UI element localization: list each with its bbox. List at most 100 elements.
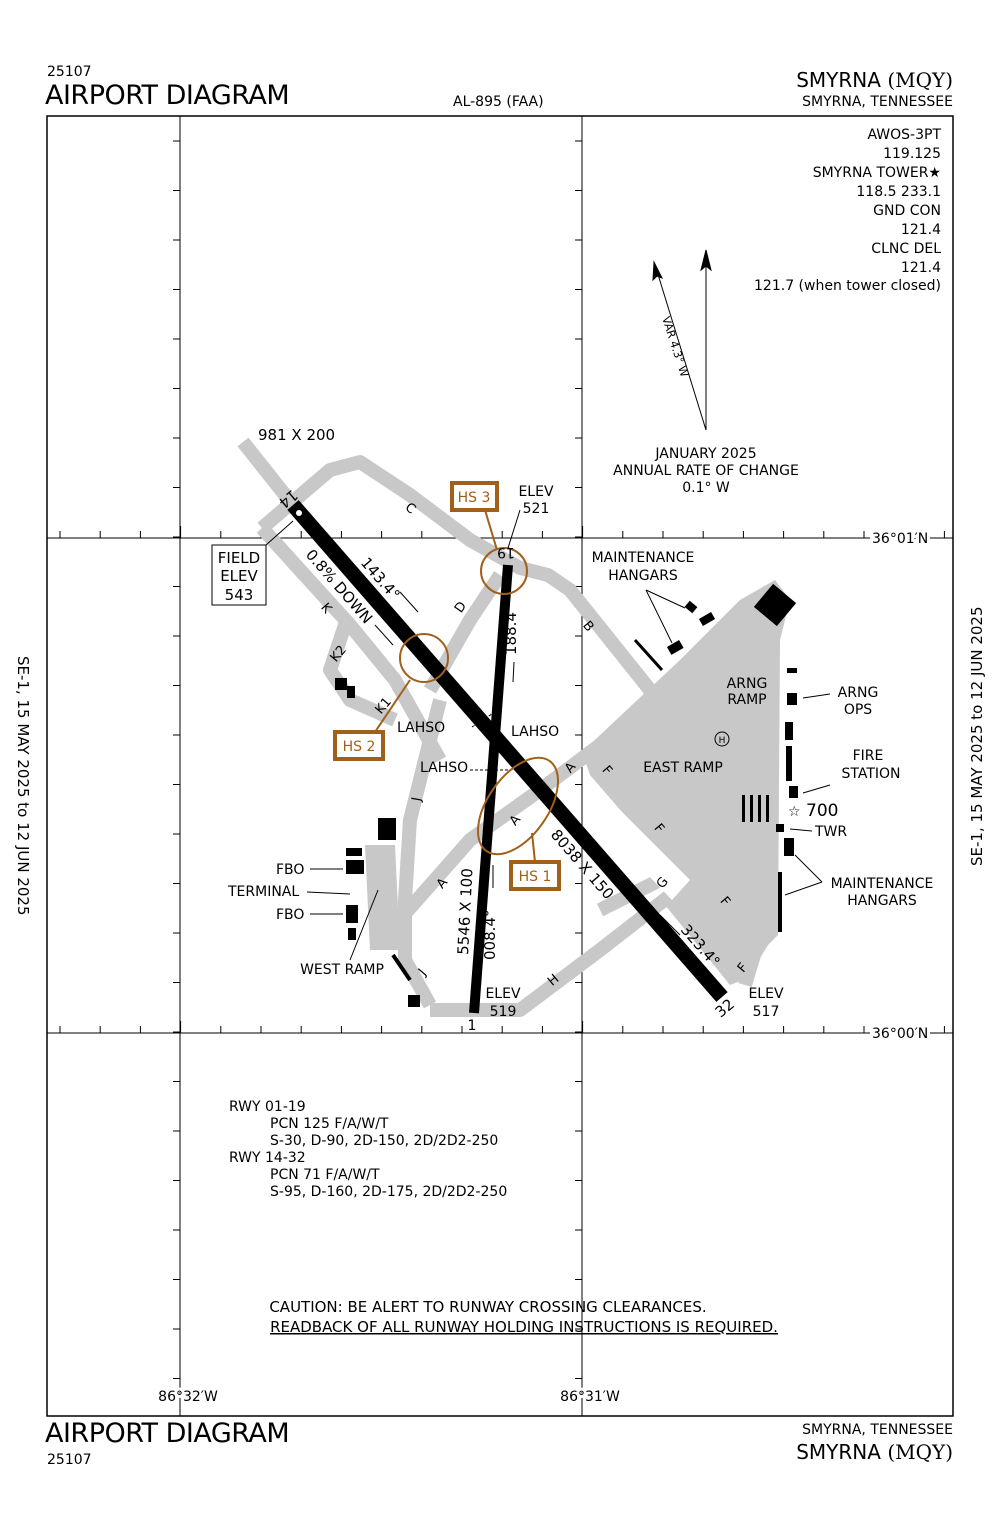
freq-clearance-label: CLNC DEL [871,241,941,257]
maintenance-hangars-south-2: HANGARS [847,893,917,909]
east-ramp-cutout [590,785,690,900]
hotspot-label-hs3[interactable]: HS 3 [458,490,491,506]
frequency-list: AWOS-3PT 119.125 SMYRNA TOWER★ 118.5 233… [754,127,941,294]
chart-title: AIRPORT DIAGRAM [45,80,290,111]
elev-32-value: 517 [753,1004,780,1020]
heading-188: 188.4° [502,605,520,655]
freq-clearance-alt: 121.7 (when tower closed) [754,278,941,294]
freq-awos-label: AWOS-3PT [867,127,941,143]
runway-14-32 [287,500,728,1002]
chart-number: 25107 [47,64,92,80]
runway-1-label: 1 [468,1018,477,1034]
buildings [335,583,798,1007]
airport-location: SMYRNA, TENNESSEE [802,94,953,110]
runway-14-threshold-light [296,510,302,516]
taxiway-label-j1: J [409,796,425,803]
magnetic-variation: VAR 4.3° W [659,315,691,379]
magnetic-north-icon [652,260,664,282]
freq-ground: 121.4 [901,222,941,238]
elev-1-value: 519 [490,1004,517,1020]
fbo-label-2: FBO [276,907,304,923]
freq-tower: 118.5 233.1 [856,184,941,200]
lahso-label-3: LAHSO [420,760,468,776]
taxiway-k [256,523,447,764]
tower-label: TWR [814,824,847,840]
procedure-id: AL-895 (FAA) [453,94,544,110]
pcn-rwy-14-32-weights: S-95, D-160, 2D-175, 2D/2D2-250 [270,1184,507,1200]
west-ramp [365,845,400,950]
freq-awos: 119.125 [883,146,941,162]
runway-1-19-size: 5546 X 100 [454,868,477,955]
footer-location: SMYRNA, TENNESSEE [802,1422,953,1438]
graticule [47,116,953,1416]
pcn-rwy-14-32-pcn: PCN 71 F/A/W/T [270,1167,380,1183]
map-frame [46,115,954,1417]
east-ramp [582,580,790,985]
fire-station-2: STATION [841,766,900,782]
airport-id: (MQY) [887,68,953,92]
runway-19-label: 19 [497,544,515,560]
arng-ramp-2: RAMP [727,692,766,708]
west-ramp-label: WEST RAMP [300,962,384,978]
hotspot-boxes [333,481,561,891]
east-ramp-label: EAST RAMP [643,760,723,776]
pcn-rwy-01-19-weights: S-30, D-90, 2D-150, 2D/2D2-250 [270,1133,498,1149]
field-elev-value: 543 [225,586,254,604]
true-north-icon [700,249,712,272]
caution-line-1: CAUTION: BE ALERT TO RUNWAY CROSSING CLE… [269,1298,706,1316]
taxiway-label-c: C [402,500,419,517]
taxiway-c [257,455,656,695]
tower-star-icon: ☆ [788,804,801,820]
latitude-north: 36°01′N [872,531,928,547]
displaced-threshold-size: 981 X 200 [258,426,335,444]
longitude-west: 86°32′W [158,1389,218,1405]
freq-ground-label: GND CON [873,203,941,219]
maintenance-hangars-north-1: MAINTENANCE [592,550,695,566]
facility-labels: LAHSO LAHSO LAHSO MAINTENANCE HANGARS AR… [227,550,933,978]
fbo-label-1: FBO [276,862,304,878]
hotspot-label-hs1[interactable]: HS 1 [519,869,552,885]
field-elev-label-2: ELEV [220,567,258,585]
rate-of-change-value: 0.1° W [682,480,730,496]
displaced-area [237,437,299,510]
maintenance-hangars-south-1: MAINTENANCE [831,876,934,892]
heliport-label: H [719,736,726,746]
taxiway-a [389,739,605,930]
leader-lines [306,509,831,961]
elev-1-label: ELEV [485,986,520,1002]
lahso-label-2: LAHSO [511,724,559,740]
elev-32-label: ELEV [748,986,783,1002]
caution-line-2: READBACK OF ALL RUNWAY HOLDING INSTRUCTI… [270,1318,778,1336]
arng-ops-1: ARNG [838,685,879,701]
footer-airport-name: SMYRNA [796,1440,881,1464]
field-elev-box [211,544,267,606]
arng-ramp-1: ARNG [727,676,768,692]
lahso-label-1: LAHSO [397,720,445,736]
heading-008: 008.4° [481,910,499,960]
pcn-notes: RWY 01-19 PCN 125 F/A/W/T S-30, D-90, 2D… [229,1099,507,1200]
heliport-icon [714,731,730,747]
footer-title: AIRPORT DIAGRAM [45,1418,290,1449]
elev-19-value: 521 [523,501,550,517]
freq-clearance: 121.4 [901,260,941,276]
pcn-rwy-01-19: RWY 01-19 [229,1099,306,1115]
hotspot-circles [374,509,559,863]
airport-name-header: SMYRNA (MQY) [796,68,953,92]
hotspot-label-hs2[interactable]: HS 2 [343,739,376,755]
longitude-east: 86°31′W [560,1389,620,1405]
footer-chart-number: 25107 [47,1452,92,1468]
terminal-label: TERMINAL [227,884,299,900]
maintenance-hangars-north-2: HANGARS [608,568,678,584]
pcn-rwy-01-19-pcn: PCN 125 F/A/W/T [270,1116,389,1132]
rate-of-change-date: JANUARY 2025 [654,446,756,462]
runway-1-19 [469,564,513,1014]
pcn-rwy-14-32: RWY 14-32 [229,1150,306,1166]
tower-height: 700 [806,801,838,821]
footer-airport-id: (MQY) [887,1440,953,1464]
north-arrows [652,249,712,431]
taxiway-j [398,698,447,1009]
airport-name: SMYRNA [796,68,881,92]
rate-of-change-label: ANNUAL RATE OF CHANGE [613,463,799,479]
elev-19-label: ELEV [518,484,553,500]
freq-tower-label: SMYRNA TOWER★ [813,165,941,181]
